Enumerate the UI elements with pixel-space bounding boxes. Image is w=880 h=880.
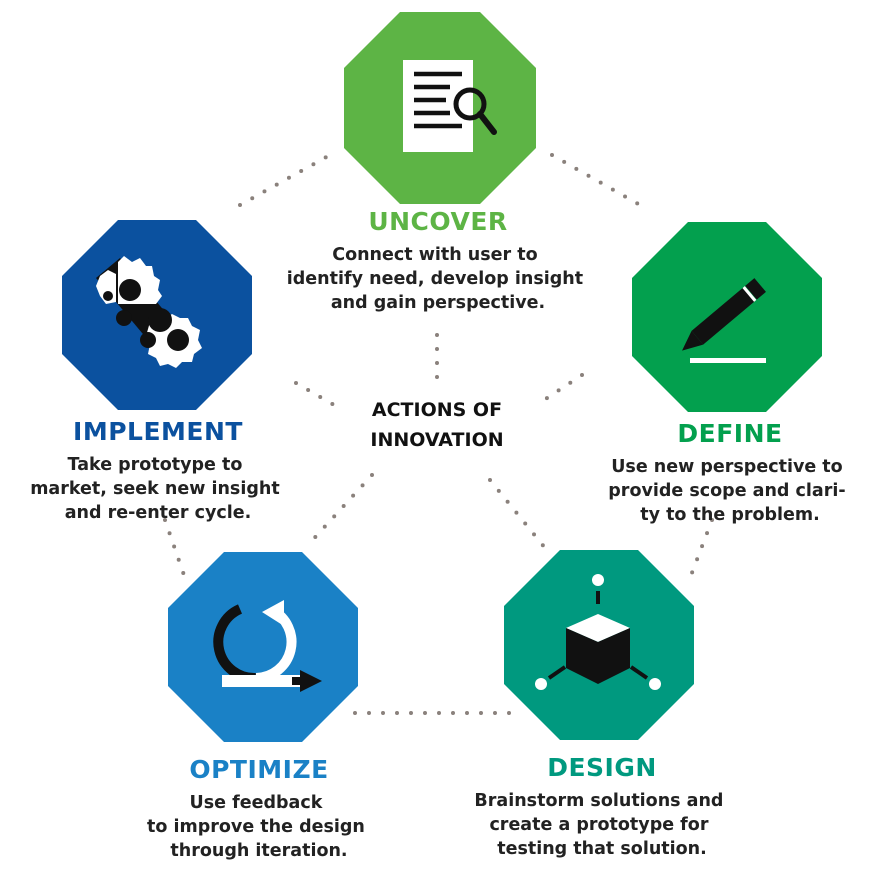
optimize-description-line: to improve the design	[147, 817, 365, 837]
uncover-description-line: and gain perspective.	[331, 293, 545, 313]
spoke-design	[488, 478, 547, 550]
implement-description-line: and re-enter cycle.	[65, 503, 252, 523]
center-label-line1: ACTIONS OF	[372, 399, 502, 421]
connector-implement-uncover	[238, 153, 332, 207]
implement-title: IMPLEMENT	[73, 417, 243, 446]
design-description: Brainstorm solutions and create a protot…	[474, 791, 729, 859]
optimize-octagon	[168, 552, 358, 742]
connector-optimize-implement	[163, 518, 187, 580]
connector-uncover-define	[550, 153, 642, 207]
pencil-icon	[682, 278, 766, 363]
spoke-optimize	[306, 473, 374, 547]
center-label-line2: INNOVATION	[370, 429, 503, 451]
define-description: Use new perspective to provide scope and…	[608, 457, 851, 525]
uncover-title: UNCOVER	[368, 207, 507, 236]
stage-define: DEFINE Use new perspective to provide sc…	[608, 222, 851, 525]
stage-design: DESIGN Brainstorm solutions and create a…	[474, 550, 729, 859]
dotted-connectors	[163, 153, 714, 715]
uncover-description-line: identify need, develop insight	[287, 269, 583, 289]
center-label: ACTIONS OF INNOVATION	[370, 399, 503, 451]
cube-network-icon	[535, 574, 661, 690]
stage-optimize: OPTIMIZE Use feedback to improve the des…	[147, 552, 371, 861]
optimize-description-line: through iteration.	[170, 841, 347, 861]
define-description-line: ty to the problem.	[640, 505, 820, 525]
gears-icon	[96, 256, 202, 368]
optimize-title: OPTIMIZE	[189, 755, 328, 784]
document-search-icon	[403, 60, 497, 152]
implement-description-line: Take prototype to	[68, 455, 243, 475]
optimize-description-line: Use feedback	[190, 793, 323, 813]
optimize-description: Use feedback to improve the design throu…	[147, 793, 371, 861]
design-description-line: testing that solution.	[497, 839, 707, 859]
connector-define-design	[688, 518, 714, 580]
uncover-description: Connect with user to identify need, deve…	[287, 245, 589, 313]
design-title: DESIGN	[547, 753, 657, 782]
iteration-cycle-icon	[213, 600, 322, 692]
define-description-line: provide scope and clari-	[608, 481, 845, 501]
design-description-line: Brainstorm solutions and	[474, 791, 723, 811]
implement-description-line: market, seek new insight	[30, 479, 280, 499]
define-title: DEFINE	[677, 419, 782, 448]
spoke-implement	[294, 381, 336, 407]
implement-description: Take prototype to market, seek new insig…	[30, 455, 286, 523]
uncover-description-line: Connect with user to	[332, 245, 537, 265]
define-description-line: Use new perspective to	[611, 457, 843, 477]
spoke-define	[542, 373, 584, 402]
stage-implement: IMPLEMENT Take prototype to market, seek…	[30, 220, 286, 523]
design-description-line: create a prototype for	[489, 815, 708, 835]
stage-uncover: UNCOVER Connect with user to identify ne…	[287, 12, 589, 313]
